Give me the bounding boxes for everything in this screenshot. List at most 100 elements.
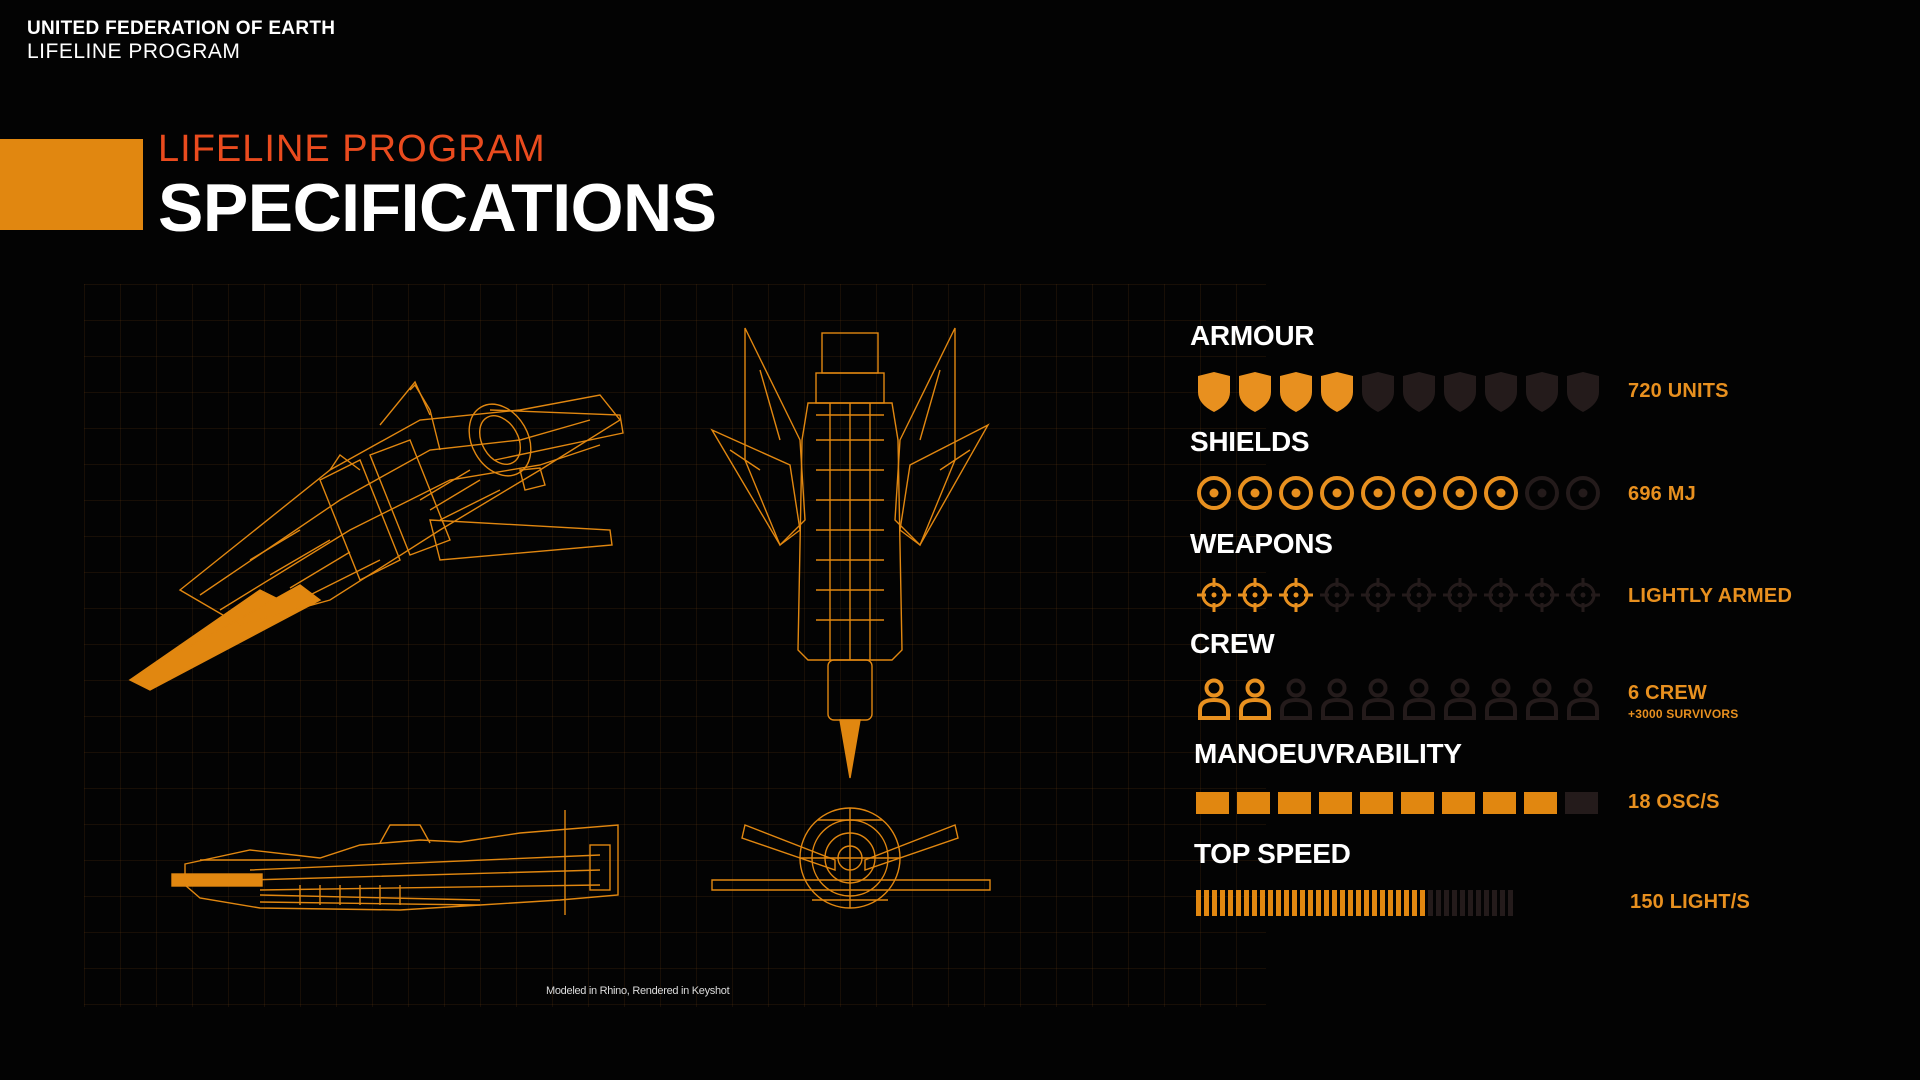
crew-segment-empty xyxy=(1524,678,1560,725)
page-subtitle: LIFELINE PROGRAM xyxy=(158,128,546,170)
weapons-segment-empty xyxy=(1401,577,1437,618)
armour-segment-filled xyxy=(1196,372,1232,417)
manoeuvrability-segment-filled xyxy=(1401,792,1434,814)
accent-block xyxy=(0,139,143,230)
armour-segment-empty xyxy=(1360,372,1396,417)
top-speed-segment-filled xyxy=(1220,890,1225,916)
top-speed-segment-filled xyxy=(1228,890,1233,916)
weapons-segment-empty xyxy=(1483,577,1519,618)
ship-side-view xyxy=(171,810,619,915)
crew-segment-empty xyxy=(1442,678,1478,725)
top-speed-segment-filled xyxy=(1284,890,1289,916)
shields-segment-filled xyxy=(1278,475,1314,516)
manoeuvrability-meter xyxy=(1196,792,1606,814)
crew-segment-empty xyxy=(1483,678,1519,725)
weapons-label: WEAPONS xyxy=(1190,528,1333,559)
top-speed-segment-empty xyxy=(1476,890,1481,916)
armour-segment-filled xyxy=(1319,372,1355,417)
armour-segment-filled xyxy=(1237,372,1273,417)
manoeuvrability-value: 18 OSC/S xyxy=(1628,791,1720,813)
shields-segment-filled xyxy=(1442,475,1478,516)
weapons-segment-filled xyxy=(1278,577,1314,618)
armour-segment-empty xyxy=(1524,372,1560,417)
weapons-segment-empty xyxy=(1360,577,1396,618)
manoeuvrability-segment-filled xyxy=(1360,792,1393,814)
top-speed-value: 150 LIGHT/S xyxy=(1630,891,1751,913)
top-speed-segment-filled xyxy=(1276,890,1281,916)
top-speed-segment-filled xyxy=(1380,890,1385,916)
top-speed-segment-filled xyxy=(1252,890,1257,916)
weapons-value: LIGHTLY ARMED xyxy=(1628,585,1793,607)
top-speed-segment-filled xyxy=(1396,890,1401,916)
top-speed-segment-filled xyxy=(1244,890,1249,916)
top-speed-segment-filled xyxy=(1260,890,1265,916)
shields-label: SHIELDS xyxy=(1190,426,1310,457)
brand-program: LIFELINE PROGRAM xyxy=(27,39,241,63)
crew-segment-empty xyxy=(1401,678,1437,725)
manoeuvrability-segment-filled xyxy=(1319,792,1352,814)
manoeuvrability-segment-empty xyxy=(1565,792,1598,814)
page-header: LIFELINE PROGRAM SPECIFICATIONS xyxy=(158,128,717,246)
shields-segment-filled xyxy=(1237,475,1273,516)
crew-label: CREW xyxy=(1190,628,1275,659)
weapons-segment-empty xyxy=(1442,577,1478,618)
shields-segment-empty xyxy=(1524,475,1560,516)
armour-meter xyxy=(1196,372,1606,417)
top-speed-segment-filled xyxy=(1292,890,1297,916)
manoeuvrability-segment-filled xyxy=(1524,792,1557,814)
top-speed-segment-filled xyxy=(1340,890,1345,916)
top-speed-segment-filled xyxy=(1300,890,1305,916)
armour-segment-empty xyxy=(1401,372,1437,417)
top-speed-segment-filled xyxy=(1332,890,1337,916)
top-speed-segment-filled xyxy=(1268,890,1273,916)
top-speed-segment-empty xyxy=(1428,890,1433,916)
weapons-segment-filled xyxy=(1196,577,1232,618)
stat-weapons: WEAPONS LIGHTLY ARMED xyxy=(1190,528,1890,612)
crew-segment-filled xyxy=(1196,678,1232,725)
top-speed-segment-empty xyxy=(1452,890,1457,916)
armour-value: 720 UNITS xyxy=(1628,380,1729,402)
top-speed-segment-filled xyxy=(1308,890,1313,916)
ship-front-view xyxy=(711,807,991,909)
manoeuvrability-segment-filled xyxy=(1442,792,1475,814)
crew-segment-empty xyxy=(1278,678,1314,725)
top-speed-segment-empty xyxy=(1484,890,1489,916)
stat-manoeuvrability: MANOEUVRABILITY 18 OSC/S xyxy=(1190,738,1890,814)
top-speed-label: TOP SPEED xyxy=(1194,838,1351,869)
manoeuvrability-segment-filled xyxy=(1237,792,1270,814)
stat-shields: SHIELDS 696 MJ xyxy=(1190,426,1890,510)
top-speed-segment-filled xyxy=(1356,890,1361,916)
top-speed-segment-empty xyxy=(1436,890,1441,916)
top-speed-segment-filled xyxy=(1364,890,1369,916)
shields-segment-empty xyxy=(1565,475,1601,516)
shields-segment-filled xyxy=(1401,475,1437,516)
top-speed-segment-filled xyxy=(1372,890,1377,916)
shields-value: 696 MJ xyxy=(1628,483,1696,505)
top-speed-segment-filled xyxy=(1196,890,1201,916)
top-speed-segment-filled xyxy=(1236,890,1241,916)
brand-org: UNITED FEDERATION OF EARTH xyxy=(27,18,336,39)
manoeuvrability-segment-filled xyxy=(1278,792,1311,814)
shields-meter xyxy=(1196,475,1606,516)
page-title: SPECIFICATIONS xyxy=(158,170,717,246)
render-credits: Modeled in Rhino, Rendered in Keyshot xyxy=(546,985,730,997)
armour-segment-filled xyxy=(1278,372,1314,417)
weapons-segment-empty xyxy=(1565,577,1601,618)
armour-segment-empty xyxy=(1483,372,1519,417)
top-speed-segment-filled xyxy=(1412,890,1417,916)
shields-segment-filled xyxy=(1319,475,1355,516)
manoeuvrability-label: MANOEUVRABILITY xyxy=(1194,738,1462,769)
top-speed-segment-filled xyxy=(1388,890,1393,916)
shields-segment-filled xyxy=(1196,475,1232,516)
top-speed-segment-filled xyxy=(1404,890,1409,916)
top-speed-segment-filled xyxy=(1324,890,1329,916)
top-speed-segment-empty xyxy=(1460,890,1465,916)
top-speed-segment-filled xyxy=(1212,890,1217,916)
crew-survivors: +3000 SURVIVORS xyxy=(1628,707,1739,721)
manoeuvrability-segment-filled xyxy=(1196,792,1229,814)
crew-segment-filled xyxy=(1237,678,1273,725)
stat-crew: CREW 6 CREW +3000 SURVIVORS xyxy=(1190,628,1890,722)
armour-label: ARMOUR xyxy=(1190,320,1315,351)
stat-top-speed: TOP SPEED 150 LIGHT/S xyxy=(1190,838,1890,916)
